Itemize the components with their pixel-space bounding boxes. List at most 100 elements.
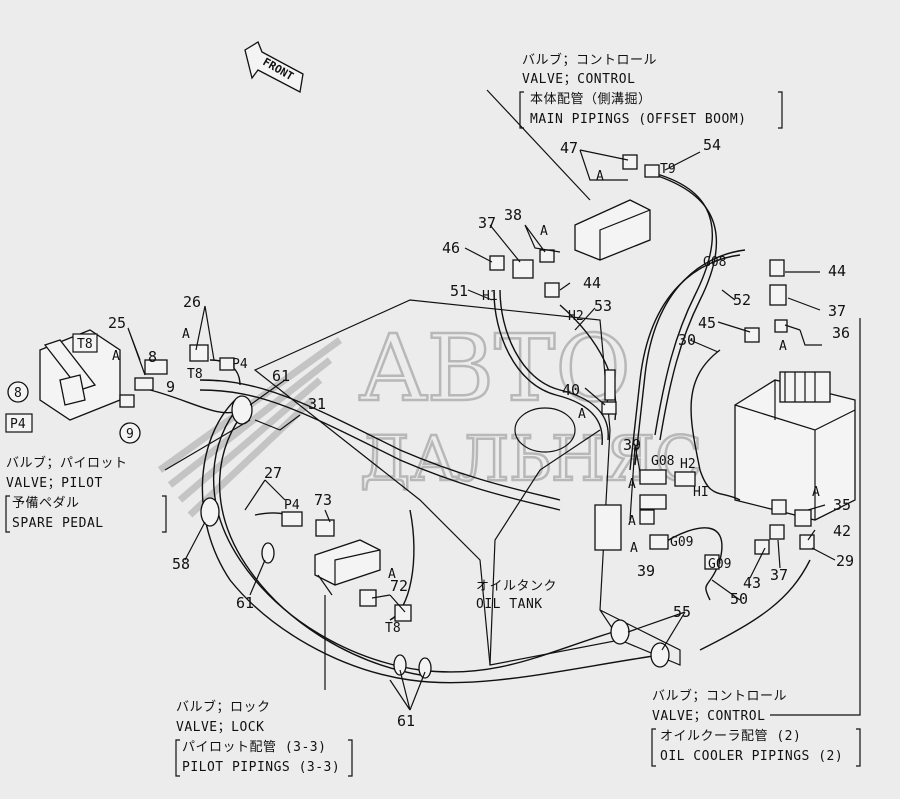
port-h2-top: H2 [568,309,584,324]
callout-26: 26 [183,293,201,311]
port-h2-mid: H2 [680,457,696,472]
callout-42: 42 [833,522,851,540]
port-t8-boxed: T8 [72,333,98,353]
a-mark: A [540,224,548,239]
pilot-pipe-jp: パイロット配管 (3-3) [182,740,326,755]
a-mark: A [812,485,820,500]
callout-43: 43 [743,574,761,592]
callout-circle-9 [119,422,141,444]
cooler-valve-jp: バルブ；コントロール [652,688,787,704]
clamp-61-low-1 [393,654,407,676]
pilot-valve-en: VALVE；PILOT [6,476,103,491]
oil-tank-jp: オイルタンク [476,579,557,594]
main-pipe-jp: 本体配管（側溝掘） [530,92,652,107]
pilot-valve-jp: バルブ；パイロット [6,455,128,471]
hoses [149,171,811,684]
callouts: 47 54 38 37 46 44 51 53 52 44 37 45 30 3… [7,136,854,730]
callout-52: 52 [733,291,751,309]
oil-tank [253,299,681,666]
callout-51: 51 [450,282,468,300]
callout-40: 40 [562,381,580,399]
callout-61-mid: 61 [236,594,254,612]
lock-valve-jp: バルブ；ロック [176,699,271,715]
callout-39-upper: 39 [623,436,641,454]
callout-53: 53 [594,297,612,315]
callout-9-mid: 9 [166,378,175,396]
a-mark: A [630,541,638,556]
cooler-pipe-en: OIL COOLER PIPINGS (2) [660,749,843,764]
callout-31: 31 [308,395,326,413]
callout-37-top: 37 [478,214,496,232]
port-g08-mid: G08 [651,454,674,469]
port-labels: T9 G08 H1 H2 G08 H2 HI G09 G09 T8 T8 P4 … [5,162,731,636]
control-valve-body [734,371,856,521]
callout-8-mid: 8 [148,348,157,366]
callout-30: 30 [678,331,696,349]
oil-tank-en: OIL TANK [476,597,543,612]
main-valve-caption: バルブ；コントロール VALVE；CONTROL 本体配管（側溝掘） MAIN … [486,52,783,201]
pilot-valve-caption: バルブ；パイロット VALVE；PILOT 予備ペダル SPARE PEDAL [5,455,167,533]
callout-37-lower: 37 [770,566,788,584]
lock-valve [314,539,381,596]
callout-25: 25 [108,314,126,332]
a-mark: A [779,339,787,354]
port-t8-mid: T8 [187,367,203,382]
callout-29: 29 [836,552,854,570]
callout-45: 45 [698,314,716,332]
a-mark: A [628,477,636,492]
port-h1-mid: HI [693,485,709,500]
callout-58: 58 [172,555,190,573]
callout-47: 47 [560,139,578,157]
a-mark: A [388,567,396,582]
callout-37-right: 37 [828,302,846,320]
oil-tank-caption: オイルタンク OIL TANK [476,579,557,612]
callout-50: 50 [730,590,748,608]
callout-61-bottom: 61 [397,712,415,730]
clamp-61-low-2 [418,657,432,679]
cooler-valve-en: VALVE；CONTROL [652,709,765,724]
lock-valve-caption: バルブ；ロック VALVE；LOCK パイロット配管 (3-3) PILOT P… [175,699,353,777]
a-mark: A [596,169,604,184]
port-t8-lower: T8 [385,621,401,636]
spare-pedal-jp: 予備ペダル [12,495,80,511]
svg-text:T8: T8 [77,337,93,352]
callout-39-lower: 39 [637,562,655,580]
callout-44-center: 44 [583,274,601,292]
callout-9-left: 9 [126,427,134,442]
watermark-line-1: ABTO [359,315,631,422]
fittings [119,154,815,679]
callout-61-top: 61 [272,367,290,385]
port-p4-boxed: P4 [5,413,33,433]
callout-73: 73 [314,491,332,509]
clamp-55-a [610,619,630,645]
callout-44-right: 44 [828,262,846,280]
port-p4-mid: P4 [284,498,300,513]
a-mark: A [628,514,636,529]
port-h1-top: H1 [482,289,498,304]
front-arrow-icon: FRONT [244,41,304,93]
clamp-58 [200,497,220,527]
callout-46: 46 [442,239,460,257]
callout-55: 55 [673,603,691,621]
leader-lines [127,149,861,716]
svg-text:P4: P4 [10,417,26,432]
callout-35: 35 [833,496,851,514]
callout-72: 72 [390,577,408,595]
callout-8-left: 8 [14,386,22,401]
a-marks: A A A A A A A A A A A A [112,169,820,582]
port-g08-top: G08 [703,255,726,270]
port-t9: T9 [660,162,676,177]
spare-pedal-en: SPARE PEDAL [12,516,104,531]
pilot-valve-block [39,329,121,421]
port-g09-lower: G09 [708,557,731,572]
callout-circle-8 [7,381,29,403]
cooler-pipe-jp: オイルクーラ配管 (2) [660,729,801,744]
pilot-pipe-en: PILOT PIPINGS (3-3) [182,760,340,775]
main-valve-jp: バルブ；コントロール [522,52,657,68]
cooler-valve-caption: バルブ；コントロール VALVE；CONTROL オイルクーラ配管 (2) OI… [651,688,861,767]
clamp-61-upper [231,395,253,425]
a-mark: A [578,407,586,422]
callout-36: 36 [832,324,850,342]
clamp-55-b [650,642,670,668]
